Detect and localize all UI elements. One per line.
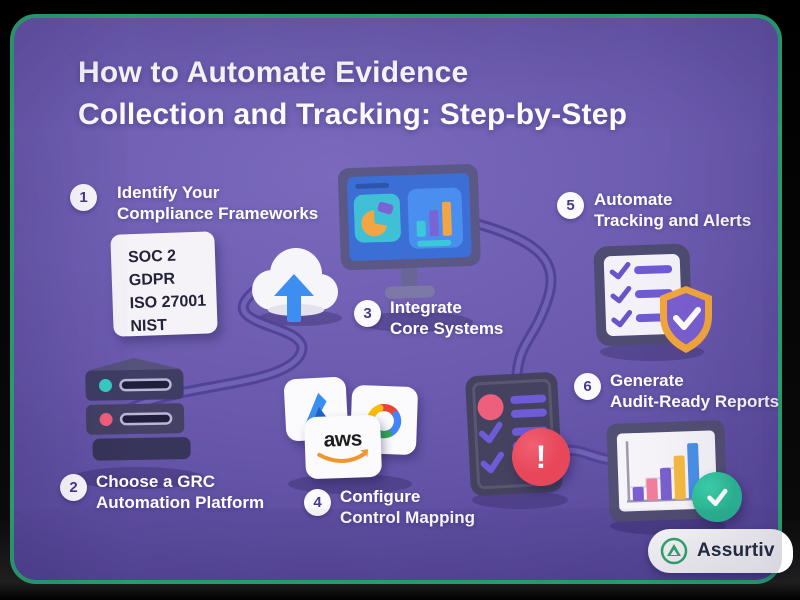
framework-item: NIST bbox=[130, 316, 168, 336]
compliance-frameworks-card: SOC 2 GDPR ISO 27001 NIST bbox=[110, 231, 218, 337]
check-circle-icon bbox=[692, 472, 742, 522]
aws-smile-arrow-icon bbox=[317, 449, 369, 464]
alert-icon: ! bbox=[512, 428, 570, 486]
framework-item: GDPR bbox=[128, 270, 176, 290]
cloud-logos-cluster: aws bbox=[283, 372, 423, 484]
monitor-dashboard-icon bbox=[337, 164, 481, 299]
step-6-number: 6 bbox=[574, 373, 601, 400]
framework-item: ISO 27001 bbox=[129, 292, 207, 313]
shield-check-icon bbox=[660, 286, 712, 353]
step-4-number: 4 bbox=[304, 489, 331, 516]
cloud-upload-icon bbox=[252, 248, 338, 322]
brand-badge: Assurtiv bbox=[648, 529, 793, 573]
aws-logo-icon: aws bbox=[323, 427, 363, 452]
title-line-1: How to Automate Evidence bbox=[78, 56, 469, 89]
brand-name: Assurtiv bbox=[697, 540, 775, 561]
grc-server-icon bbox=[85, 358, 191, 461]
step-2-number: 2 bbox=[60, 474, 87, 501]
step-1-number: 1 bbox=[70, 184, 97, 211]
step-5-number: 5 bbox=[557, 192, 584, 219]
title-line-2: Collection and Tracking: Step-by-Step bbox=[78, 98, 628, 131]
step-3-number: 3 bbox=[354, 300, 381, 327]
aws-logo-card: aws bbox=[303, 414, 383, 480]
assurtiv-logo-icon bbox=[660, 537, 688, 565]
page-title: How to Automate Evidence Collection and … bbox=[78, 52, 738, 136]
framework-item: SOC 2 bbox=[127, 247, 177, 267]
